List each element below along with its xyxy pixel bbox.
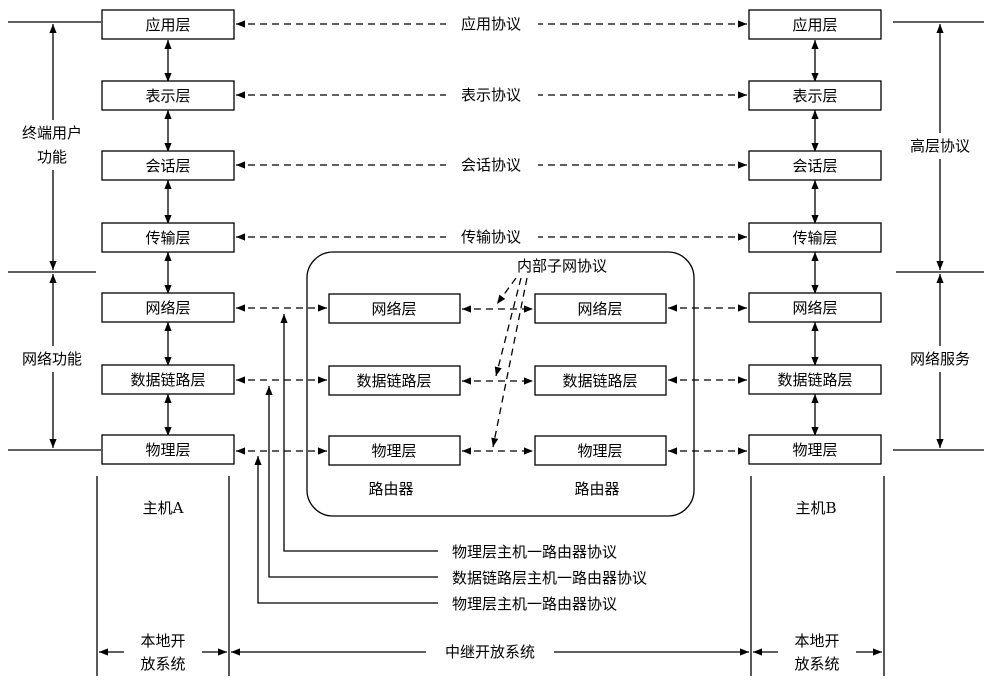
protocol-label-presentation: 表示协议: [461, 86, 521, 104]
router-1-layer-physical: 物理层: [371, 442, 416, 460]
router-1-label: 路由器: [368, 480, 413, 498]
protocol-label-application: 应用协议: [461, 15, 521, 33]
protocol-label-session: 会话协议: [461, 156, 521, 174]
router-region: [306, 251, 695, 517]
router-2-layer-network: 网络层: [577, 300, 622, 318]
router-2-layer-datalink: 数据链路层: [562, 372, 637, 390]
peer-protocol-arrows: [236, 13, 747, 248]
router-2-layer-physical: 物理层: [577, 442, 622, 460]
host-a-layer-datalink: 数据链路层: [130, 371, 205, 389]
router-1-stack: 网络层 数据链路层 物理层: [328, 293, 461, 466]
subnet-protocol-pointers: [491, 277, 528, 448]
host-b-label: 主机B: [795, 499, 836, 517]
host-a-layer-session: 会话层: [145, 157, 190, 175]
host-b-layer-transport: 传输层: [792, 229, 837, 247]
host-a-layer-transport: 传输层: [145, 229, 190, 247]
host-a-layer-presentation: 表示层: [145, 87, 190, 105]
relay-open-system-label: 中继开放系统: [445, 643, 535, 661]
host-guide-lines: [96, 476, 885, 676]
host-b-layer-session: 会话层: [792, 157, 837, 175]
host-b-layer-physical: 物理层: [792, 441, 837, 459]
host-a-label: 主机A: [143, 499, 184, 517]
subnet-protocol-label: 内部子网协议: [517, 257, 607, 275]
local-open-system-right-line1: 本地开: [794, 632, 839, 650]
router-1-layer-datalink: 数据链路层: [356, 372, 431, 390]
protocol-label-transport: 传输协议: [461, 228, 521, 246]
local-open-system-right-line2: 放系统: [794, 655, 839, 673]
router-2-stack: 网络层 数据链路层 物理层: [534, 293, 667, 466]
host-a-stack: 应用层 表示层 会话层 传输层 网络层 数据链路层 物理层: [101, 9, 235, 465]
host-router-protocol-datalink: 数据链路层主机一路由器协议: [452, 569, 647, 587]
host-router-protocol-physical-2: 物理层主机一路由器协议: [452, 595, 617, 613]
left-upper-label-line1: 终端用户: [22, 124, 82, 142]
host-router-protocol-leaders: [254, 314, 438, 604]
host-b-layer-application: 应用层: [792, 16, 837, 34]
host-b-layer-presentation: 表示层: [792, 87, 837, 105]
host-b-stack: 应用层 表示层 会话层 传输层 网络层 数据链路层 物理层: [748, 9, 882, 465]
local-open-system-left-line1: 本地开: [140, 632, 185, 650]
right-lower-label: 网络服务: [910, 350, 970, 368]
left-upper-label-line2: 功能: [37, 148, 67, 166]
router-1-layer-network: 网络层: [371, 300, 416, 318]
host-b-layer-datalink: 数据链路层: [777, 371, 852, 389]
left-lower-label: 网络功能: [22, 350, 82, 368]
router-2-label: 路由器: [574, 480, 619, 498]
left-side-arrows: [4, 24, 102, 448]
bottom-span-arrows: [99, 630, 882, 676]
host-b-layer-network: 网络层: [792, 299, 837, 317]
host-a-layer-application: 应用层: [145, 16, 190, 34]
host-router-dashed-arrows: [236, 304, 747, 455]
right-side-arrows: [896, 24, 984, 448]
host-a-layer-physical: 物理层: [145, 441, 190, 459]
boundary-lines: [8, 21, 984, 451]
host-a-layer-network: 网络层: [145, 299, 190, 317]
right-upper-label: 高层协议: [910, 137, 970, 155]
local-open-system-left-line2: 放系统: [140, 655, 185, 673]
host-router-protocol-physical-1: 物理层主机一路由器协议: [452, 543, 617, 561]
